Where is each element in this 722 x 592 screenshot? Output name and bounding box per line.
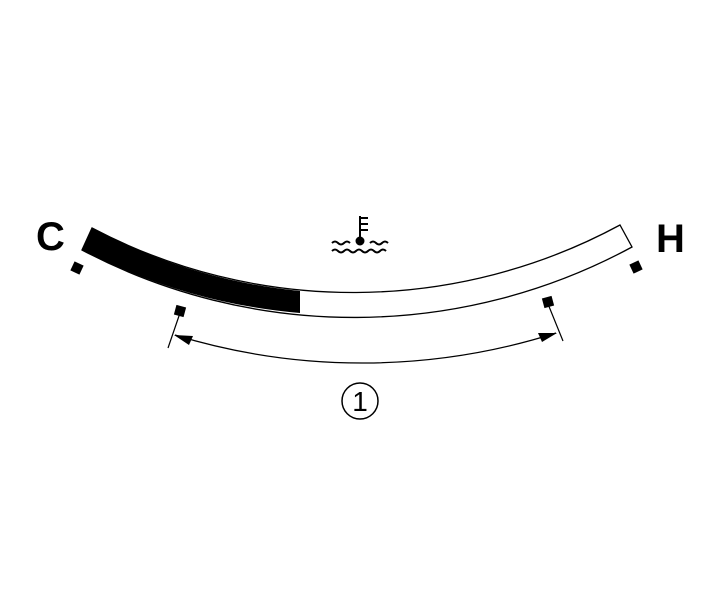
coolant-temperature-icon (331, 216, 389, 254)
cold-label: C (36, 215, 65, 259)
dimension-arc (174, 332, 557, 364)
hot-end-marker (629, 260, 643, 274)
range-start-marker (173, 304, 187, 318)
arrowhead-right (538, 333, 557, 342)
extension-line (167, 312, 181, 349)
arrowhead-left (174, 335, 193, 345)
gauge-fill (82, 228, 300, 313)
cold-end-marker (70, 261, 84, 275)
callout-circle (341, 382, 379, 420)
extension-line (547, 303, 564, 342)
hot-label: H (656, 217, 685, 261)
range-end-marker (541, 295, 555, 309)
callout-number: 1 (352, 386, 368, 417)
